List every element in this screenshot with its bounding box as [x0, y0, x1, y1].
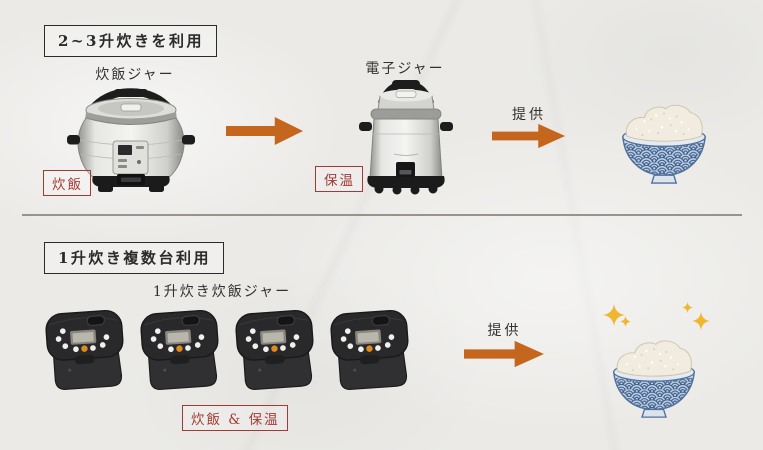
black-rice-cooker-icon	[329, 308, 412, 392]
electronic-jar-status-badge: 保温	[315, 166, 363, 192]
multi-cooker-status-badge: 炊飯 & 保温	[182, 405, 288, 431]
sparkle-icon	[620, 316, 631, 327]
black-rice-cooker-icon	[44, 308, 127, 392]
multi-cooker-label: 1升炊き炊飯ジャー	[152, 284, 292, 300]
top-section-title: 2~3升炊きを利用	[44, 25, 217, 57]
arrow-right-icon	[492, 123, 566, 149]
section-divider	[22, 214, 742, 216]
sparkling-rice-bowl	[598, 296, 716, 414]
rice-bowl-icon	[606, 328, 702, 420]
rice-cooker-status-badge: 炊飯	[43, 170, 91, 196]
black-cooker-row	[40, 303, 416, 397]
sparkle-icon	[692, 312, 710, 330]
arrow-right-icon	[464, 340, 544, 368]
electronic-jar-icon	[359, 80, 453, 195]
arrow-right-icon	[226, 117, 304, 145]
black-rice-cooker-icon	[234, 308, 317, 392]
top-serve-label: 提供	[512, 107, 546, 123]
bottom-section-title: 1升炊き複数台利用	[44, 242, 224, 274]
rice-bowl-icon	[615, 92, 713, 186]
black-rice-cooker-icon	[139, 308, 222, 392]
electronic-jar-label: 電子ジャー	[365, 61, 445, 77]
rice-cooker-icon	[67, 88, 195, 192]
bottom-serve-label: 提供	[487, 323, 522, 339]
rice-cooker-label: 炊飯ジャー	[95, 67, 175, 83]
